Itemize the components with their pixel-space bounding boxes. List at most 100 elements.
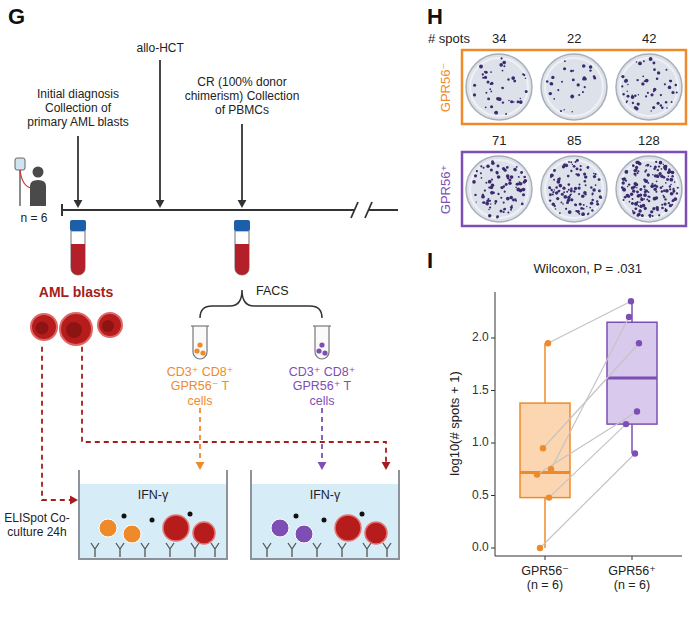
- spot: [476, 170, 478, 172]
- well-plate: [466, 156, 532, 222]
- spot: [474, 174, 477, 177]
- spot: [661, 190, 664, 193]
- spot: [632, 211, 635, 214]
- spot: [508, 181, 511, 184]
- arrow-head: [70, 496, 78, 505]
- spot: [632, 102, 634, 104]
- iv-line: [20, 170, 31, 188]
- spot: [648, 191, 650, 193]
- spot: [660, 94, 662, 96]
- spot: [510, 209, 512, 211]
- spot: [622, 181, 625, 184]
- well-rim: [620, 58, 678, 116]
- arrow-head: [196, 462, 205, 470]
- spot: [489, 207, 491, 209]
- pair-line: [543, 343, 639, 448]
- spot: [560, 110, 562, 112]
- spot: [623, 177, 626, 180]
- t-cell: [99, 519, 117, 537]
- spot: [621, 186, 624, 189]
- spot: [647, 164, 649, 166]
- timepoint-arrow: [156, 60, 165, 208]
- spot: [491, 179, 493, 181]
- spot: [652, 215, 654, 217]
- x-tick: [632, 556, 633, 560]
- spot: [507, 212, 509, 214]
- spot: [626, 90, 628, 92]
- spot: [570, 190, 572, 192]
- spot: [488, 180, 492, 184]
- well-rim: [545, 160, 603, 218]
- timepoint-arrow: [74, 136, 83, 208]
- spot: [633, 172, 636, 175]
- spot: [575, 210, 577, 212]
- x-axis: [495, 556, 682, 557]
- spot: [652, 183, 654, 185]
- aml-blast: [31, 314, 57, 340]
- data-point: [545, 340, 551, 346]
- spot: [500, 210, 503, 213]
- iqr-box: [520, 403, 570, 498]
- spot: [650, 184, 654, 188]
- spot: [487, 81, 490, 84]
- elispot-well: [541, 54, 607, 120]
- connector-line: [199, 408, 201, 464]
- spot: [486, 165, 490, 169]
- median: [520, 471, 570, 474]
- spot: [567, 175, 570, 178]
- spot: [623, 188, 626, 191]
- spot: [664, 203, 667, 206]
- spot: [670, 184, 672, 186]
- spot: [676, 91, 678, 93]
- spot: [631, 96, 634, 99]
- spot: [566, 201, 569, 204]
- spot: [598, 190, 601, 193]
- spot: [551, 83, 553, 85]
- spot: [636, 79, 638, 81]
- spot: [644, 208, 646, 210]
- spot: [550, 173, 554, 177]
- spot: [516, 188, 520, 192]
- spot: [652, 174, 654, 176]
- well-contents: [80, 470, 226, 558]
- antibody: [191, 543, 199, 557]
- spot: [517, 101, 520, 104]
- spot-count: 22: [567, 32, 581, 47]
- spot: [666, 107, 668, 109]
- spot: [650, 165, 652, 167]
- spot: [636, 61, 638, 63]
- spot: [491, 183, 495, 187]
- spot: [488, 198, 490, 200]
- spot: [624, 170, 628, 174]
- spot: [553, 169, 556, 172]
- spot: [522, 73, 524, 75]
- spot: [624, 80, 627, 83]
- spot: [638, 94, 640, 96]
- spot: [647, 173, 650, 176]
- column-header: # spots: [428, 32, 470, 47]
- antibody: [211, 543, 219, 557]
- spot: [494, 112, 495, 113]
- tube-body: [71, 231, 85, 275]
- spot: [516, 183, 519, 186]
- tube-cap: [234, 220, 250, 231]
- spot: [629, 201, 631, 203]
- spot: [637, 213, 641, 217]
- tick-label: 1.5: [472, 384, 489, 398]
- spot: [497, 165, 500, 168]
- spot: [498, 97, 502, 101]
- spot: [626, 102, 627, 103]
- tube-rim: [313, 325, 331, 326]
- spot: [648, 200, 650, 202]
- spot: [562, 203, 564, 205]
- spot: [675, 84, 678, 87]
- spot: [596, 200, 598, 202]
- spot: [482, 77, 484, 79]
- spot: [499, 63, 503, 67]
- connector-line: [42, 347, 72, 500]
- well-rim: [545, 58, 603, 116]
- spot: [511, 76, 515, 80]
- spot: [648, 214, 651, 217]
- spot: [568, 189, 570, 191]
- spot: [656, 180, 658, 182]
